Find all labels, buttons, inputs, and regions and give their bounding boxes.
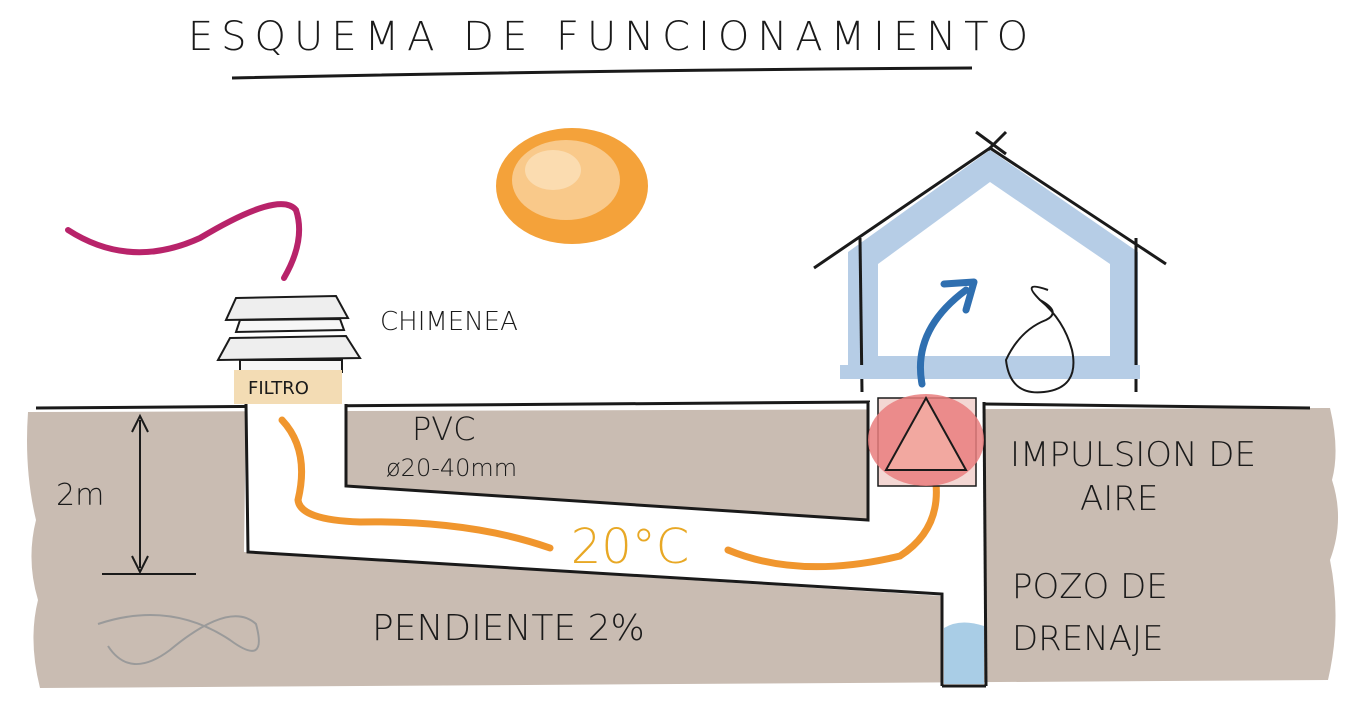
ground-surface-right — [984, 402, 1311, 410]
temperature-label: 20°C — [571, 519, 690, 575]
pvc-pipe — [244, 402, 984, 686]
drain-water — [944, 622, 984, 684]
pipe-outline-lower — [244, 403, 944, 686]
sun-icon — [496, 128, 648, 244]
air-flow-line-right — [724, 480, 940, 571]
depth-label: 2m — [56, 478, 104, 513]
diagram-title: ESQUEMA DE FUNCIONAMIENTO — [188, 14, 1036, 60]
exhaust-air-line — [65, 201, 303, 281]
filter-box — [234, 370, 342, 404]
house — [813, 130, 1167, 393]
pvc-label: PVC — [412, 410, 476, 448]
ground-surface-left — [35, 400, 871, 410]
pvc-diameter-label: ø20-40mm — [386, 454, 517, 482]
pipe-outline-upper — [344, 402, 870, 522]
depth-dimension — [102, 413, 196, 575]
chimney-label: CHIMENEA — [380, 307, 518, 337]
air-flow-arrow-icon — [916, 278, 978, 388]
slope-label: PENDIENTE 2% — [372, 608, 645, 649]
title-underline — [231, 66, 973, 80]
scribble-mark — [97, 614, 260, 665]
air-flow-line — [278, 416, 554, 552]
air-impulse-label-line2: AIRE — [1080, 479, 1158, 519]
drain-well-label-line1: POZO DE — [1012, 567, 1168, 607]
drain-well-label-line2: DRENAJE — [1012, 619, 1164, 659]
air-impulse-label-line1: IMPULSION DE — [1010, 435, 1256, 475]
filter-label: FILTRO — [248, 378, 309, 399]
chimney — [216, 294, 362, 373]
fan-icon — [868, 394, 984, 487]
person-icon — [1004, 285, 1075, 394]
drain-well-wall — [982, 401, 988, 687]
